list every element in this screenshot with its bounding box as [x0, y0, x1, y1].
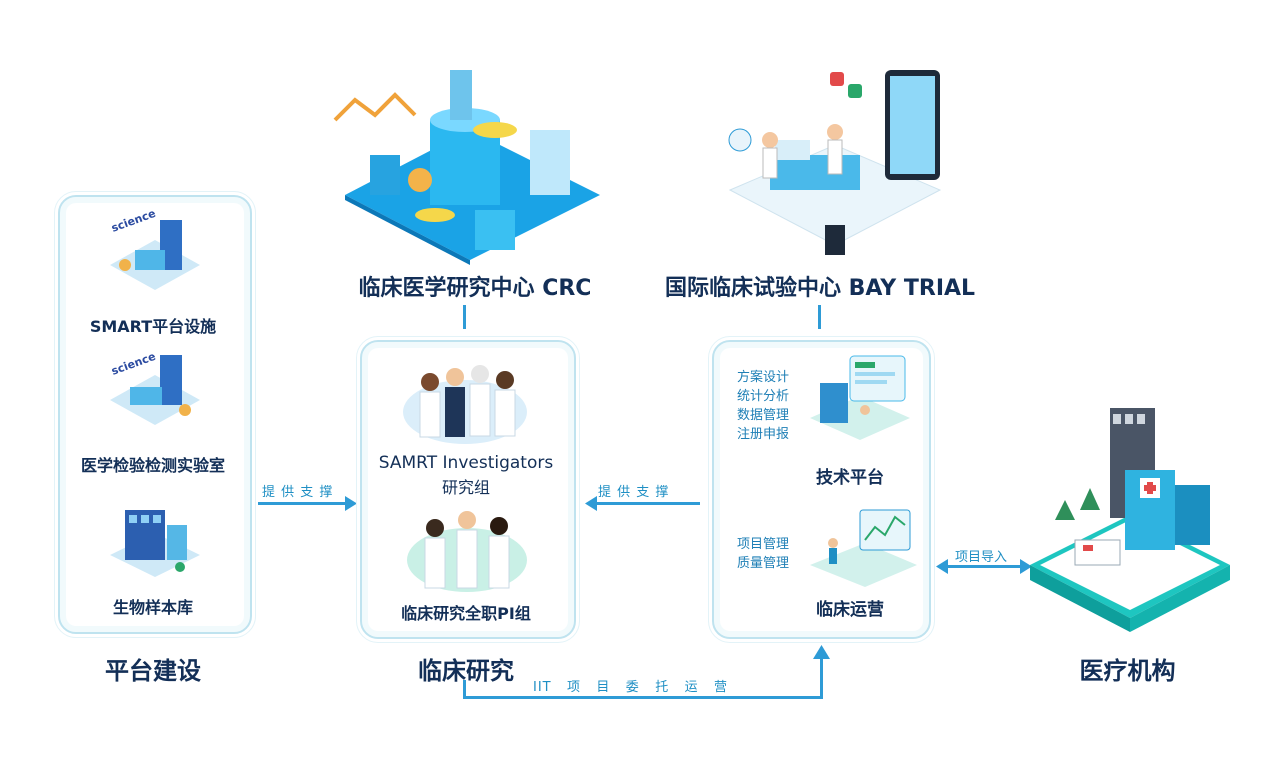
tech-item-2: 数据管理 [737, 408, 790, 423]
iit-arrow-head [813, 645, 830, 659]
support-arrow-left-head [345, 496, 357, 511]
support-arrow-left-line [258, 502, 348, 505]
pi-group-illustration [407, 511, 527, 592]
bay-trial-illustration [728, 70, 942, 255]
iit-arrow-vertical-right [820, 655, 823, 699]
project-import-head-right [1020, 559, 1032, 574]
iit-arrow-horizontal [463, 696, 823, 699]
investigators-label-line2: 研究组 [441, 478, 490, 497]
clinical-ops-label: 临床运营 [816, 600, 884, 620]
investigators-illustration [403, 365, 527, 444]
support-label-right: 提 供 支 撑 [598, 485, 670, 500]
support-arrow-right-line [596, 502, 700, 505]
platform-item-biobank: 生物样本库 [112, 598, 193, 617]
platform-caption: 平台建设 [105, 657, 201, 685]
crc-title: 临床医学研究中心 CRC [358, 276, 592, 301]
clinical-item-0: 项目管理 [737, 537, 790, 552]
platform-item-smart: SMART平台设施 [89, 317, 217, 336]
project-import-head-left [936, 559, 948, 574]
pi-group-label: 临床研究全职PI组 [401, 604, 531, 623]
support-label-left: 提 供 支 撑 [262, 485, 334, 500]
institution-caption: 医疗机构 [1079, 657, 1176, 685]
crc-connector [463, 305, 466, 329]
bay-connector [818, 305, 821, 329]
hospital-illustration [1030, 408, 1230, 632]
project-import-label: 项目导入 [955, 550, 1008, 565]
tech-platform-label: 技术平台 [816, 468, 884, 488]
bay-trial-title: 国际临床试验中心 BAY TRIAL [664, 276, 976, 301]
clinical-ops-illustration [810, 509, 917, 587]
research-caption: 临床研究 [418, 657, 514, 685]
lab-illustration: science [110, 350, 200, 425]
tech-item-3: 注册申报 [737, 427, 790, 442]
investigators-label-line1: SAMRT Investigators [378, 453, 554, 473]
smart-facility-illustration: science [110, 210, 200, 290]
science-tag-1: science [110, 210, 158, 235]
iit-label: IIT 项 目 委 托 运 营 [533, 680, 728, 695]
biobank-illustration [110, 510, 200, 577]
support-arrow-right-head [585, 496, 597, 511]
platform-item-lab: 医学检验检测实验室 [80, 456, 225, 475]
tech-item-0: 方案设计 [737, 370, 790, 385]
tech-platform-illustration [810, 355, 910, 440]
crc-lab-illustration [333, 70, 600, 265]
project-import-line [945, 565, 1023, 568]
iit-arrow-vertical-left [463, 680, 466, 698]
clinical-item-1: 质量管理 [737, 556, 790, 571]
tech-item-1: 统计分析 [737, 389, 790, 404]
science-tag-2: science [110, 350, 158, 378]
